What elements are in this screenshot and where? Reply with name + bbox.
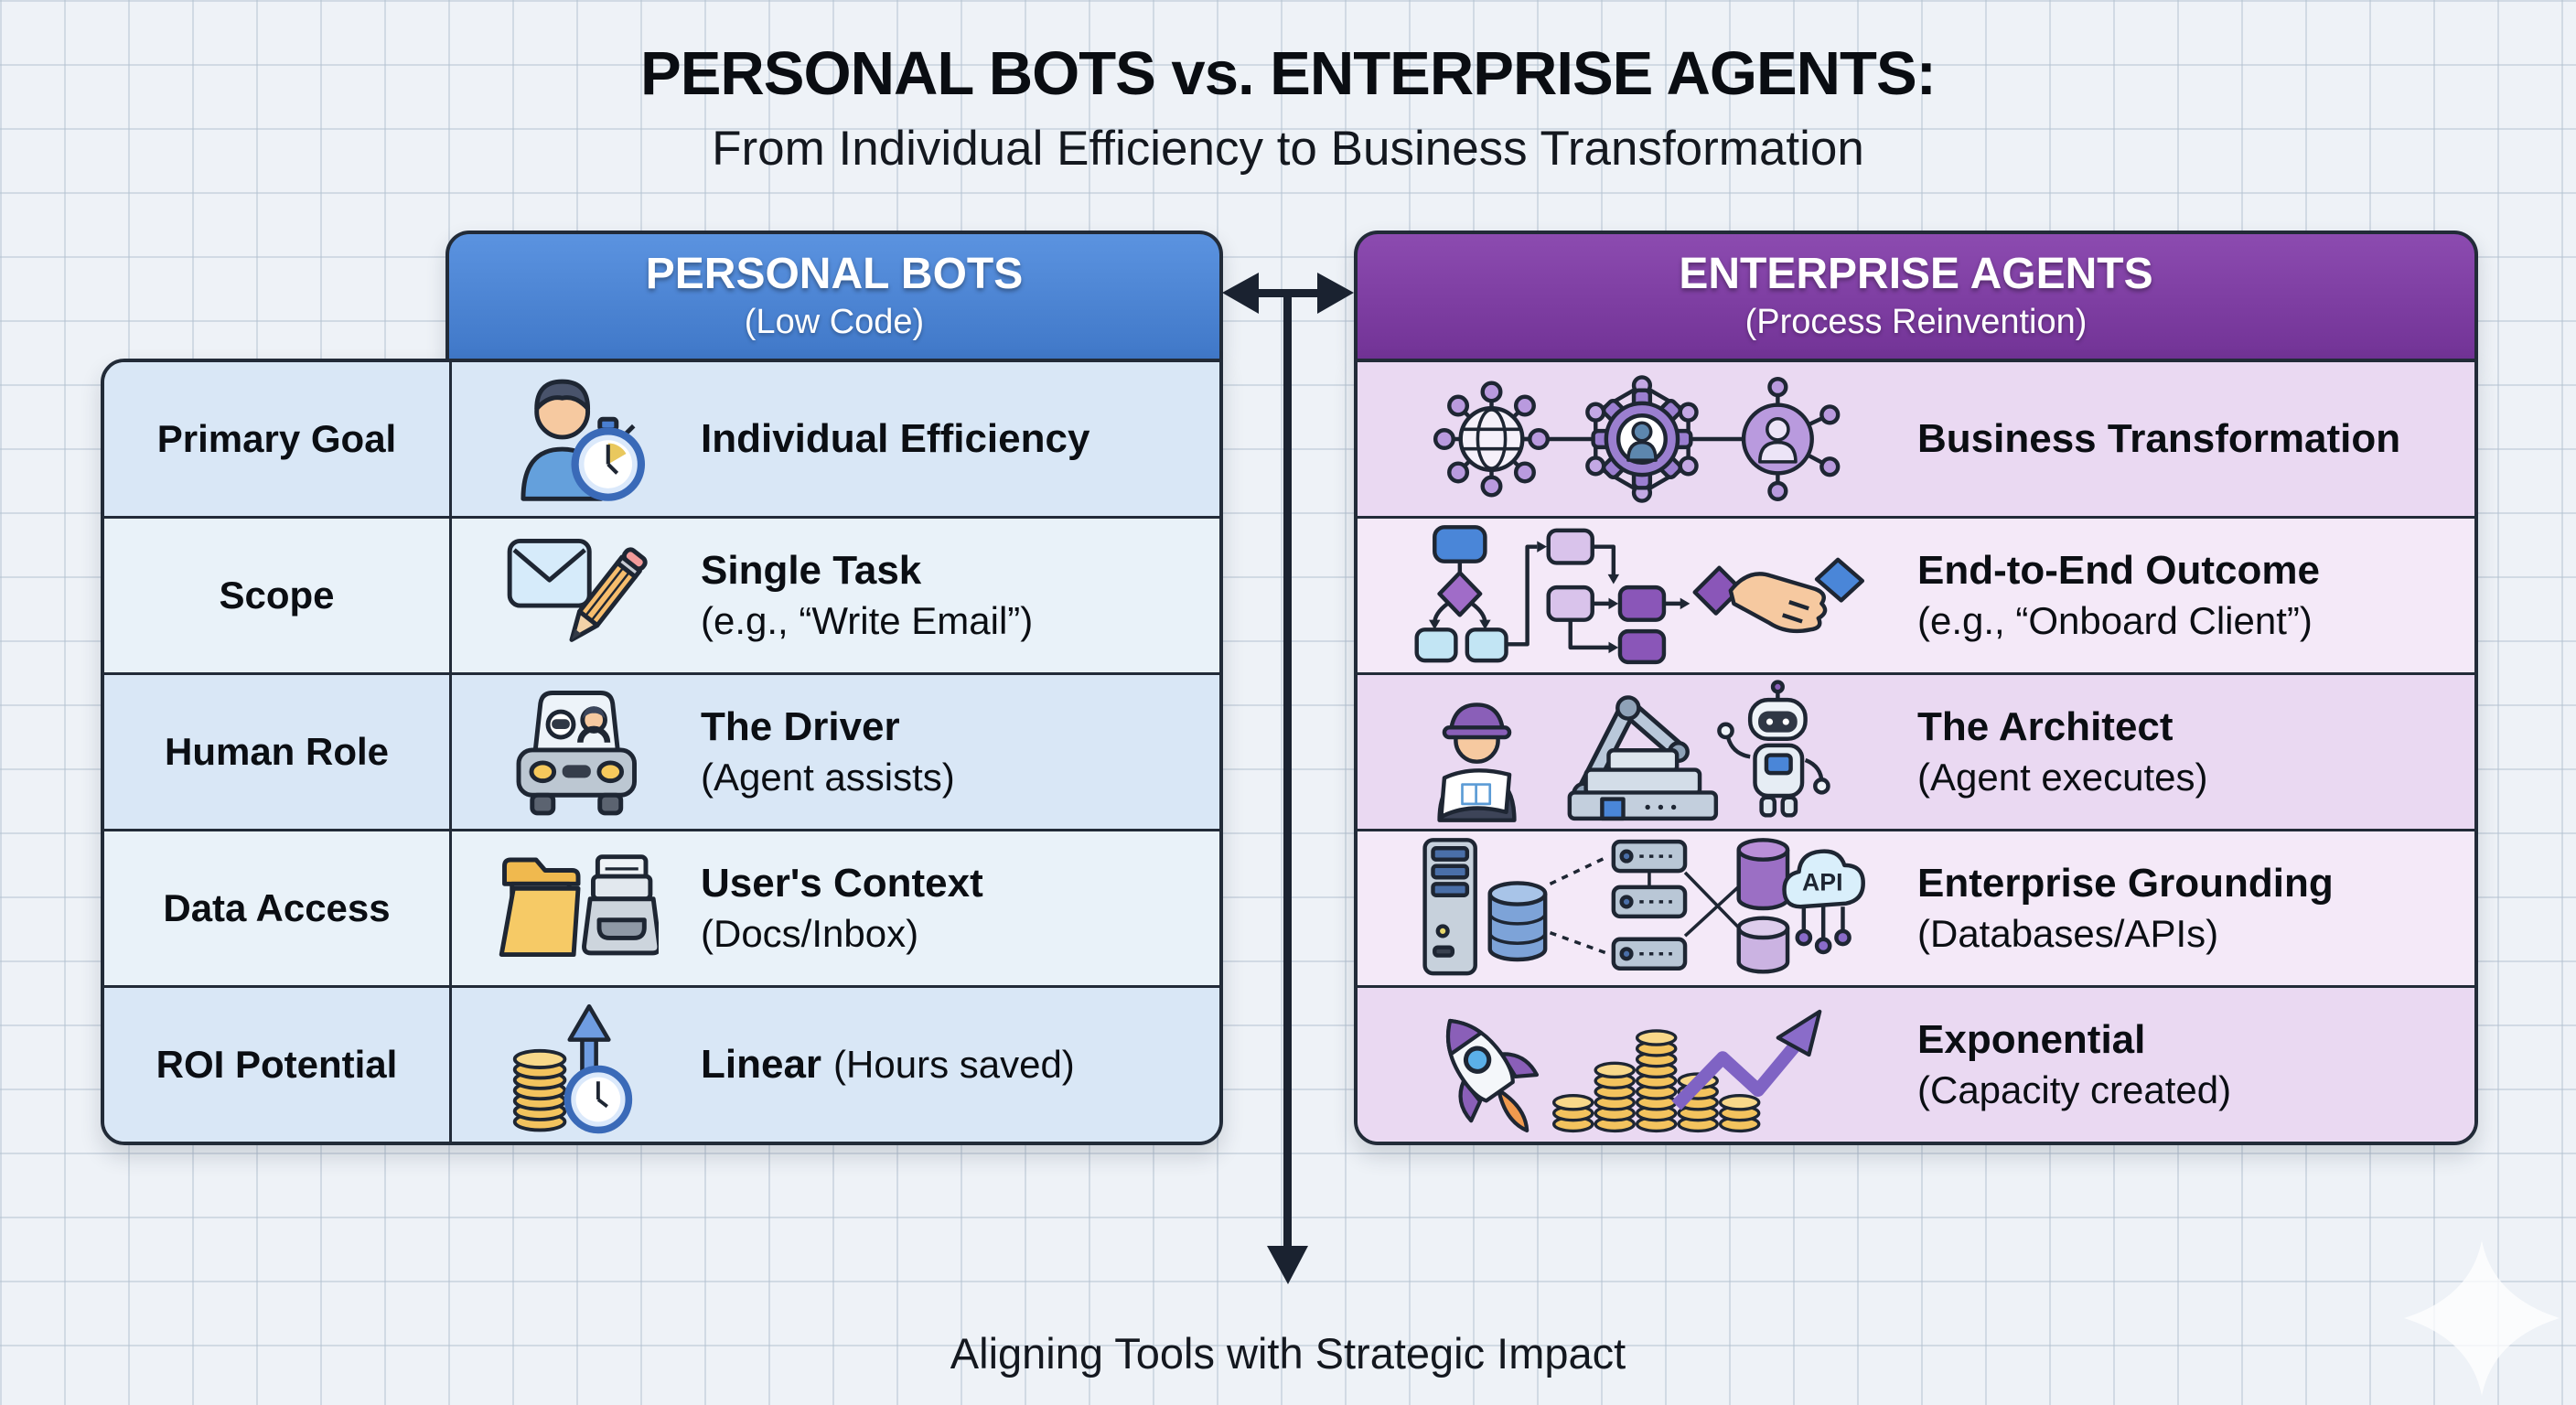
footer-caption: Aligning Tools with Strategic Impact: [950, 1329, 1626, 1378]
table-row: End-to-End Outcome (e.g., “Onboard Clien…: [1358, 519, 2474, 675]
table-row: Business Transformation: [1358, 362, 2474, 519]
table-row: The Architect (Agent executes): [1358, 675, 2474, 831]
personal-bots-title: PERSONAL BOTS: [645, 250, 1024, 299]
enterprise-agents-table: Business Transformation: [1354, 359, 2478, 1145]
value-line1: Business Transformation: [1917, 416, 2401, 462]
value-line2: (e.g., “Write Email”): [701, 599, 1034, 643]
value-line2: (Docs/Inbox): [701, 912, 919, 956]
vertical-arrow-shaft: [1283, 293, 1292, 1249]
enterprise-agents-header: ENTERPRISE AGENTS (Process Reinvention): [1354, 231, 2478, 359]
table-row: Scope: [104, 519, 1219, 675]
servers-database-api-cloud-icon: API: [1358, 835, 1917, 981]
table-row: Primary Goal: [104, 362, 1219, 519]
enterprise-value-text: Enterprise Grounding (Databases/APIs): [1917, 857, 2334, 960]
enterprise-value-text: Business Transformation: [1917, 413, 2400, 465]
personal-value-text: User's Context (Docs/Inbox): [701, 857, 983, 960]
enterprise-value-cell: API Enterprise Grounding (Databases/APIs…: [1358, 831, 2474, 985]
enterprise-agents-title: ENTERPRISE AGENTS: [1679, 250, 2153, 299]
value-line2: (Hours saved): [833, 1042, 1075, 1086]
value-line2: (Agent assists): [701, 756, 955, 799]
flowchart-handshake-icon: [1358, 522, 1917, 669]
table-row: ROI Potential: [104, 988, 1219, 1142]
value-line2: (e.g., “Onboard Client”): [1917, 599, 2313, 643]
personal-bots-header: PERSONAL BOTS (Low Code): [445, 231, 1223, 359]
page-title: PERSONAL BOTS vs. ENTERPRISE AGENTS:: [640, 39, 1937, 108]
enterprise-agents-subtitle: (Process Reinvention): [1744, 302, 2088, 341]
left-arrowhead: [1222, 273, 1259, 314]
comparison-arrows: [1222, 273, 1354, 1284]
personal-value-text: The Driver (Agent assists): [701, 701, 955, 803]
right-arrowhead: [1317, 273, 1354, 314]
value-line1: Single Task: [701, 548, 922, 594]
rocket-coins-growth-arrow-icon: [1358, 992, 1917, 1138]
value-line2: (Databases/APIs): [1917, 912, 2219, 956]
personal-value-text: Linear (Hours saved): [701, 1038, 1075, 1090]
personal-bots-table: Primary Goal: [101, 359, 1223, 1145]
table-row: Human Role: [104, 675, 1219, 831]
value-line1: The Architect: [1917, 704, 2174, 750]
personal-bots-subtitle: (Low Code): [744, 302, 925, 341]
email-pencil-icon: [452, 526, 701, 665]
value-line1: The Driver: [701, 704, 900, 750]
personal-value-cell: User's Context (Docs/Inbox): [452, 831, 1219, 985]
personal-value-cell: Individual Efficiency: [452, 362, 1219, 516]
globe-gear-people-network-icon: [1358, 366, 1917, 512]
row-label: Primary Goal: [104, 362, 452, 516]
enterprise-value-cell: Exponential (Capacity created): [1358, 988, 2474, 1142]
enterprise-value-text: The Architect (Agent executes): [1917, 701, 2208, 803]
enterprise-value-cell: Business Transformation: [1358, 362, 2474, 516]
row-label: Scope: [104, 519, 452, 672]
page-subtitle: From Individual Efficiency to Business T…: [712, 122, 1864, 176]
value-line1: Individual Efficiency: [701, 416, 1090, 462]
coins-clock-arrow-icon: [452, 995, 701, 1134]
enterprise-value-text: End-to-End Outcome (e.g., “Onboard Clien…: [1917, 544, 2320, 647]
personal-value-cell: Single Task (e.g., “Write Email”): [452, 519, 1219, 672]
value-line2: (Agent executes): [1917, 756, 2208, 799]
personal-value-text: Single Task (e.g., “Write Email”): [701, 544, 1033, 647]
folder-inbox-icon: [452, 839, 701, 978]
car-driver-robot-icon: [452, 682, 701, 821]
value-line1: User's Context: [701, 861, 983, 906]
value-line2: (Capacity created): [1917, 1068, 2232, 1112]
table-row: Exponential (Capacity created): [1358, 988, 2474, 1142]
table-row: Data Access: [104, 831, 1219, 988]
table-row: API Enterprise Grounding (Databases/APIs…: [1358, 831, 2474, 988]
value-line1: Linear: [701, 1042, 822, 1088]
enterprise-value-cell: End-to-End Outcome (e.g., “Onboard Clien…: [1358, 519, 2474, 672]
enterprise-value-text: Exponential (Capacity created): [1917, 1014, 2231, 1116]
personal-value-text: Individual Efficiency: [701, 413, 1089, 465]
sparkle-watermark-icon: [2404, 1240, 2560, 1396]
personal-value-cell: Linear (Hours saved): [452, 988, 1219, 1142]
architect-robot-arm-icon: [1358, 679, 1917, 825]
row-label: Human Role: [104, 675, 452, 829]
api-cloud-label: API: [1802, 868, 1842, 896]
row-label: ROI Potential: [104, 988, 452, 1142]
row-label: Data Access: [104, 831, 452, 985]
value-line1: End-to-End Outcome: [1917, 548, 2320, 594]
value-line1: Exponential: [1917, 1017, 2146, 1063]
value-line1: Enterprise Grounding: [1917, 861, 2334, 906]
down-arrowhead: [1267, 1246, 1308, 1284]
personal-value-cell: The Driver (Agent assists): [452, 675, 1219, 829]
person-stopwatch-icon: [452, 370, 701, 509]
enterprise-value-cell: The Architect (Agent executes): [1358, 675, 2474, 829]
